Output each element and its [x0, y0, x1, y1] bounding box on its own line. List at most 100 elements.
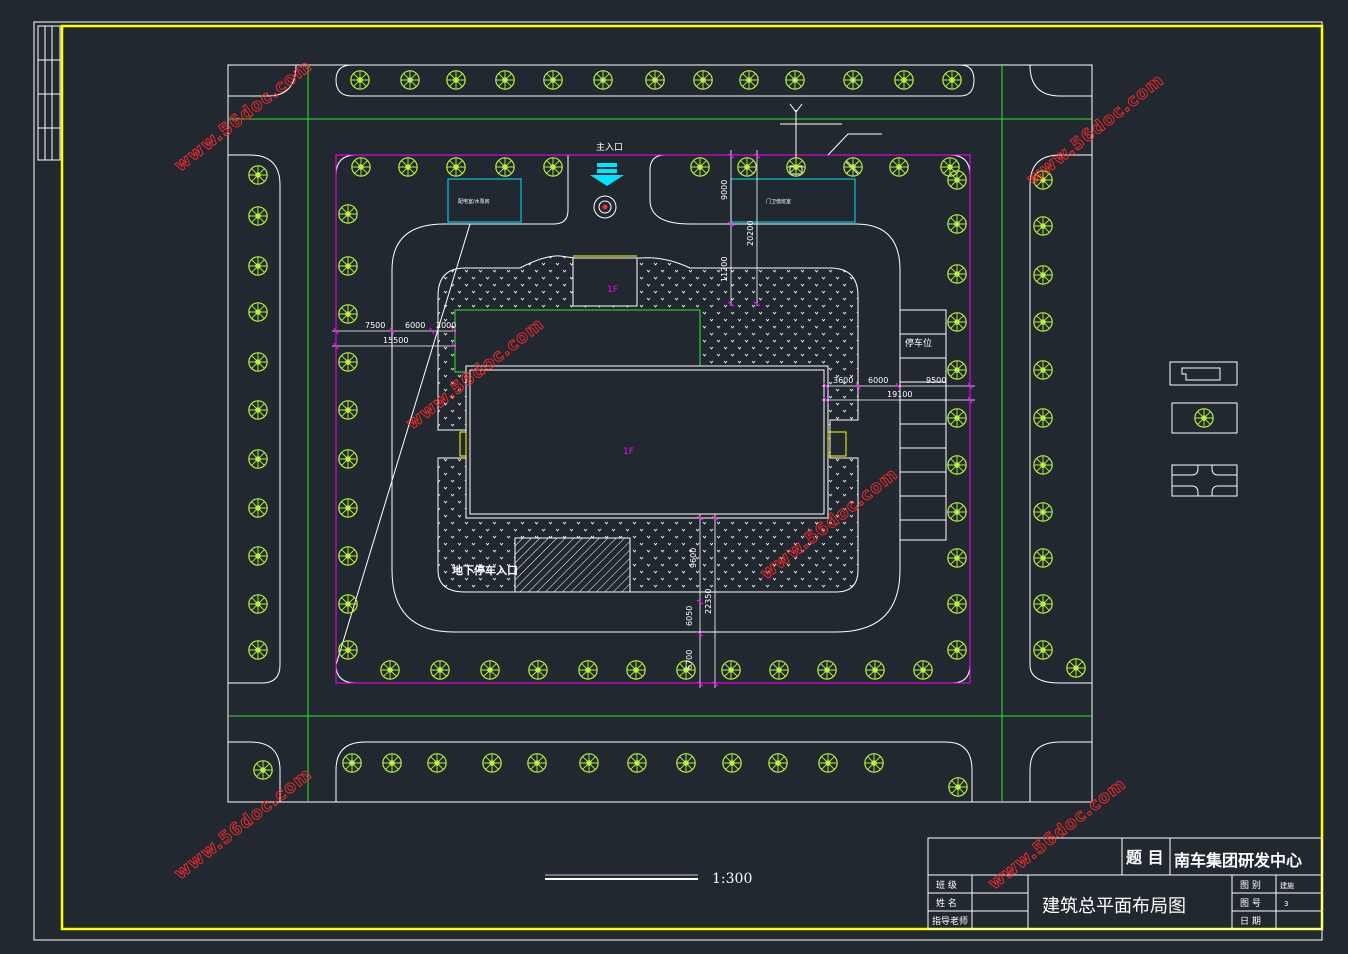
- dim-right-total: 19100: [887, 390, 912, 399]
- tree-icon: [527, 753, 547, 773]
- dim-right-b: 6000: [868, 376, 888, 385]
- dim-left-c: 2000: [436, 321, 456, 330]
- drawing-frame: [60, 24, 1324, 931]
- tree-icon: [818, 753, 838, 773]
- tree-icon: [253, 760, 273, 780]
- subject-label: 题 目: [1126, 848, 1164, 867]
- watermark-6: www.56doc.com: [985, 774, 1130, 894]
- category-value: 建施: [1280, 881, 1294, 890]
- tree-icon: [737, 157, 757, 177]
- tree-icon: [947, 170, 967, 190]
- number-label: 图 号: [1240, 898, 1261, 909]
- tree-icon: [942, 70, 962, 90]
- tree-icon: [1033, 455, 1053, 475]
- tree-icon: [398, 157, 418, 177]
- watermark-5: www.56doc.com: [171, 764, 316, 884]
- tree-icon: [947, 455, 967, 475]
- tree-icon: [947, 408, 967, 428]
- tree-icon: [430, 660, 450, 680]
- tree-icon: [248, 165, 268, 185]
- tree-icon: [843, 70, 863, 90]
- tree-icon: [446, 157, 466, 177]
- tree-icon: [338, 256, 358, 276]
- tree-icon: [627, 753, 647, 773]
- tree-icon: [248, 256, 268, 276]
- legend: [1169, 361, 1238, 497]
- tree-icon: [579, 753, 599, 773]
- date-label: 日 期: [1240, 916, 1261, 927]
- tree-icon: [248, 352, 268, 372]
- number-value: 3: [1284, 900, 1288, 908]
- tree-icon: [769, 660, 789, 680]
- drawing-title: 建筑总平面布局图: [1042, 896, 1186, 917]
- entrance-gate-lines: [780, 103, 882, 175]
- tree-icon: [248, 302, 268, 322]
- small-building-right-label: 门卫值班室: [766, 198, 791, 205]
- tree-icon: [338, 594, 358, 614]
- tree-icon: [1033, 265, 1053, 285]
- fountain-icon: [593, 195, 617, 219]
- tree-icon: [768, 753, 788, 773]
- tree-icon: [786, 157, 806, 177]
- tree-icon: [338, 352, 358, 372]
- category-label: 图 别: [1240, 880, 1261, 891]
- tree-icon: [248, 400, 268, 420]
- main-entrance-label: 主入口: [596, 141, 623, 153]
- tree-icon: [1033, 408, 1053, 428]
- entrance-pavilion: [572, 257, 638, 307]
- tree-icon: [543, 157, 563, 177]
- tree-icon: [248, 546, 268, 566]
- tree-icon: [721, 660, 741, 680]
- tree-icon: [843, 157, 863, 177]
- tree-icon: [446, 70, 466, 90]
- tree-icon: [495, 157, 515, 177]
- name-label: 姓 名: [936, 897, 957, 909]
- small-building-left: [447, 178, 522, 223]
- dim-left-a: 7500: [365, 321, 385, 330]
- tree-icon: [1033, 312, 1053, 332]
- tree-icon: [1033, 640, 1053, 660]
- dim-bottom-a: 9600: [689, 548, 698, 568]
- scale-label: 1:300: [712, 871, 752, 887]
- tree-icon: [338, 546, 358, 566]
- tree-icon: [817, 660, 837, 680]
- tree-icon: [889, 157, 909, 177]
- legend-tree-icon: [1194, 408, 1214, 428]
- project-name: 南车集团研发中心: [1174, 851, 1302, 870]
- tree-icon: [1033, 548, 1053, 568]
- tree-icon: [482, 753, 502, 773]
- legend-building-symbol: [1169, 361, 1238, 386]
- tree-icon: [1033, 594, 1053, 614]
- entrance-arrow-icon: [590, 163, 624, 186]
- tree-icon: [543, 70, 563, 90]
- tree-icon: [380, 660, 400, 680]
- tree-icon: [248, 594, 268, 614]
- dimension-ticks: [333, 153, 973, 687]
- road-axis-lines: [228, 65, 1092, 802]
- dim-top-a: 9000: [720, 180, 729, 200]
- dim-bottom-b: 6050: [685, 606, 694, 626]
- tree-icon: [480, 660, 500, 680]
- tree-icon: [947, 640, 967, 660]
- tree-icon: [593, 70, 613, 90]
- dim-top-b: 11200: [720, 257, 729, 282]
- tree-icon: [864, 753, 884, 773]
- dim-right-c: 9500: [926, 376, 946, 385]
- tree-icon: [1033, 360, 1053, 380]
- tree-icon: [427, 753, 447, 773]
- tree-icon: [947, 214, 967, 234]
- dim-left-total: 15500: [383, 336, 408, 345]
- tree-icon: [626, 660, 646, 680]
- site-boundary: [227, 64, 1093, 803]
- tree-icon: [947, 360, 967, 380]
- tree-icon: [948, 777, 968, 797]
- building-setback-line: [335, 154, 971, 684]
- tree-icon: [947, 264, 967, 284]
- tree-icon: [248, 640, 268, 660]
- tree-icon: [693, 70, 713, 90]
- tree-icon: [495, 70, 515, 90]
- tree-icon: [578, 660, 598, 680]
- tree-icon: [947, 594, 967, 614]
- watermark-1: www.56doc.com: [171, 56, 316, 176]
